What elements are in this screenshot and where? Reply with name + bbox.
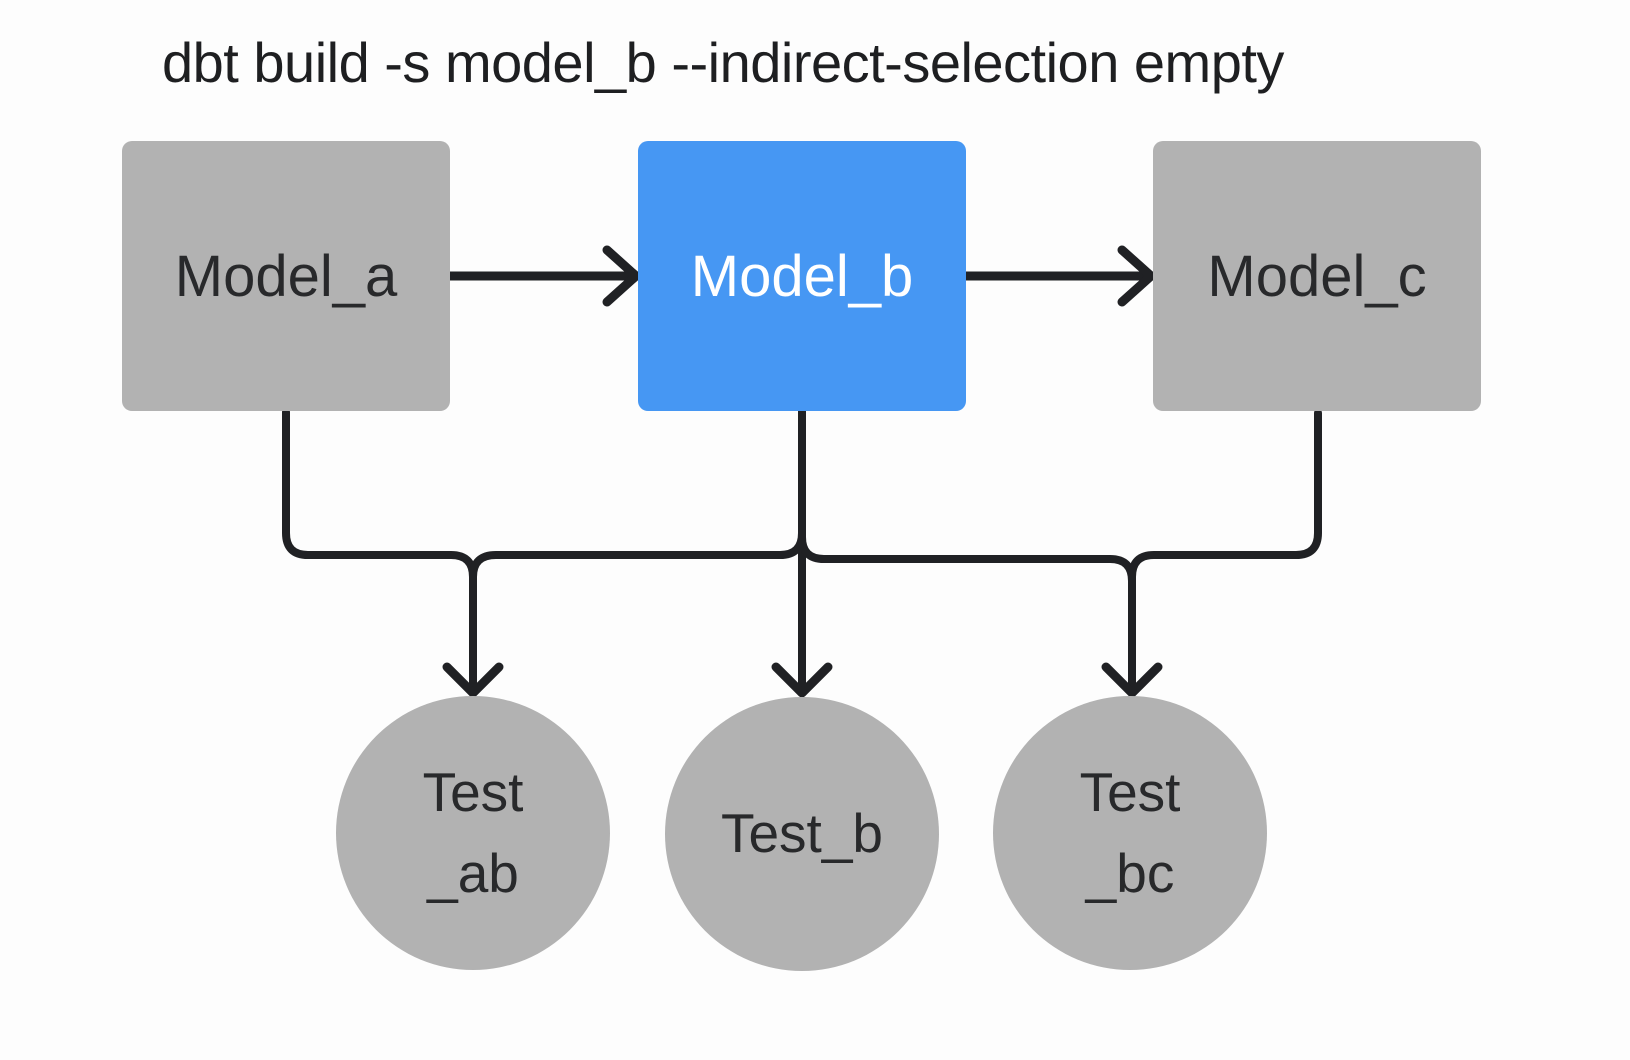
edge-model-b-to-test-bc [798, 408, 1136, 604]
node-model-a: Model_a [122, 141, 450, 411]
edge-model-a-to-model-b [445, 245, 641, 307]
node-label-line: Test_b [720, 802, 884, 865]
node-label-line: Test [422, 760, 524, 823]
node-label-line: _ab [427, 842, 519, 904]
arrowhead [1101, 662, 1163, 698]
node-model-c: Model_c [1153, 141, 1481, 411]
edge-model-a-to-test-ab [282, 408, 477, 694]
arrowhead [771, 662, 833, 698]
diagram-title: dbt build -s model_b --indirect-selectio… [162, 31, 1284, 94]
node-test-bc: Test _bc [993, 696, 1267, 970]
arrowhead [1117, 245, 1156, 307]
node-label: Model_b [690, 243, 914, 309]
node-label: Model_a [174, 243, 398, 309]
node-test-b: Test_b [665, 697, 939, 971]
node-test-ab: Test _ab [336, 696, 610, 970]
arrowhead [602, 245, 641, 307]
node-label-line: _bc [1085, 842, 1175, 904]
edge-model-b-to-test-ab [469, 408, 806, 604]
node-label: Model_c [1207, 243, 1427, 309]
edge-model-c-to-test-bc [1128, 409, 1322, 694]
arrowhead [442, 662, 504, 698]
node-label-line: Test [1079, 760, 1181, 823]
edge-model-b-to-model-c [960, 245, 1156, 307]
node-model-b-selected: Model_b [638, 141, 966, 411]
